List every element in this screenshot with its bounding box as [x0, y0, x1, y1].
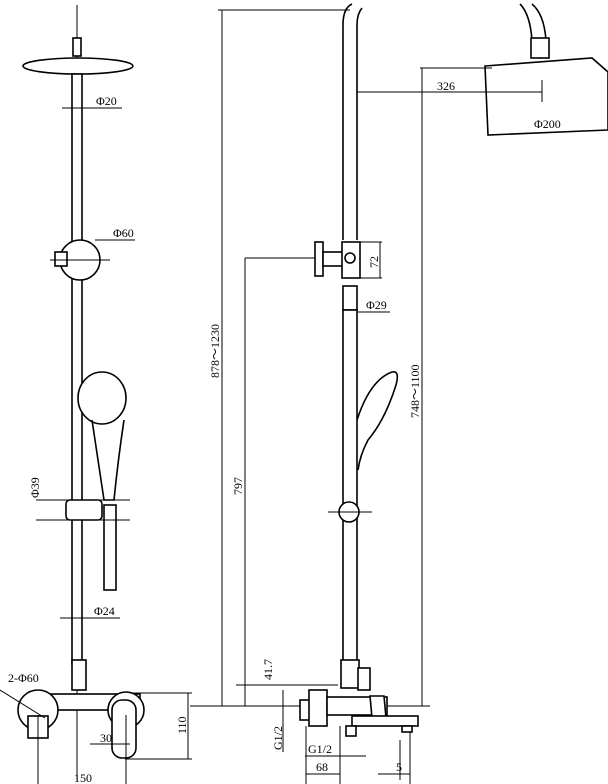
label-diverter-height: 797	[231, 477, 245, 495]
label-arm-reach: 326	[437, 79, 455, 93]
label-mixer-height: 110	[175, 716, 189, 734]
arm-left-edge	[519, 3, 533, 41]
riser-left-edge	[342, 3, 353, 240]
mixer-outlet	[71, 659, 87, 691]
front-view: Φ20 Φ60 Φ39 Φ24 2-Φ60 110 30 150	[0, 5, 192, 784]
label-inlet-thread-vertical: G1/2	[271, 726, 285, 750]
label-head-pipe: Φ20	[96, 94, 117, 108]
diverter-knob	[54, 251, 68, 267]
label-spout-offset: 41.7	[261, 659, 275, 680]
riser-right-edge	[356, 7, 363, 240]
mixer-outlet-side	[340, 659, 360, 689]
mixer-lever-side	[357, 667, 371, 691]
head-connector	[72, 37, 82, 57]
riser-collar	[342, 285, 358, 311]
diverter-knob-side	[314, 241, 324, 277]
label-holder: Φ39	[28, 477, 42, 498]
label-riser: Φ29	[366, 298, 387, 312]
label-spout-tip: 5	[396, 760, 402, 774]
hand-shower-side	[356, 370, 399, 471]
hand-shower-handle	[103, 504, 117, 591]
overhead-shower-head	[22, 57, 134, 75]
arm-right-edge	[531, 3, 547, 41]
label-slide-bar: Φ24	[94, 604, 115, 618]
label-head-height: 748～1100	[408, 364, 422, 418]
label-spout-projection: 68	[316, 760, 328, 774]
label-escutcheons: 2-Φ60	[8, 671, 39, 685]
label-lever-offset: 30	[100, 731, 112, 745]
label-diverter: Φ60	[113, 226, 134, 240]
head-connector-side	[530, 37, 550, 59]
label-centres: 150	[74, 771, 92, 784]
slide-bar-side	[342, 309, 358, 666]
label-head-diameter: Φ200	[534, 117, 561, 131]
label-inlet-thread-horizontal: G1/2	[308, 742, 332, 756]
overhead-shower-head-side	[484, 57, 608, 136]
label-total-height: 878～1230	[208, 324, 222, 378]
diverter-pivot	[344, 252, 356, 264]
hand-shower-neck	[91, 419, 125, 501]
escutcheon-side	[308, 689, 328, 727]
mixer-lever	[111, 699, 137, 759]
diverter-stem	[322, 251, 344, 267]
hand-shower-head	[77, 371, 127, 425]
riser-pipe	[71, 73, 83, 665]
mixer-handle-side	[369, 695, 387, 719]
spout-aerator	[401, 725, 413, 733]
bath-spout	[351, 715, 419, 727]
outlet-nozzle	[345, 725, 357, 737]
leader-escutcheons	[0, 689, 46, 719]
label-diverter-body: 72	[367, 256, 381, 268]
side-view: 878～1230 797 326 Φ200 748～1100 72 Φ29	[190, 3, 608, 784]
slide-holder	[65, 499, 103, 521]
